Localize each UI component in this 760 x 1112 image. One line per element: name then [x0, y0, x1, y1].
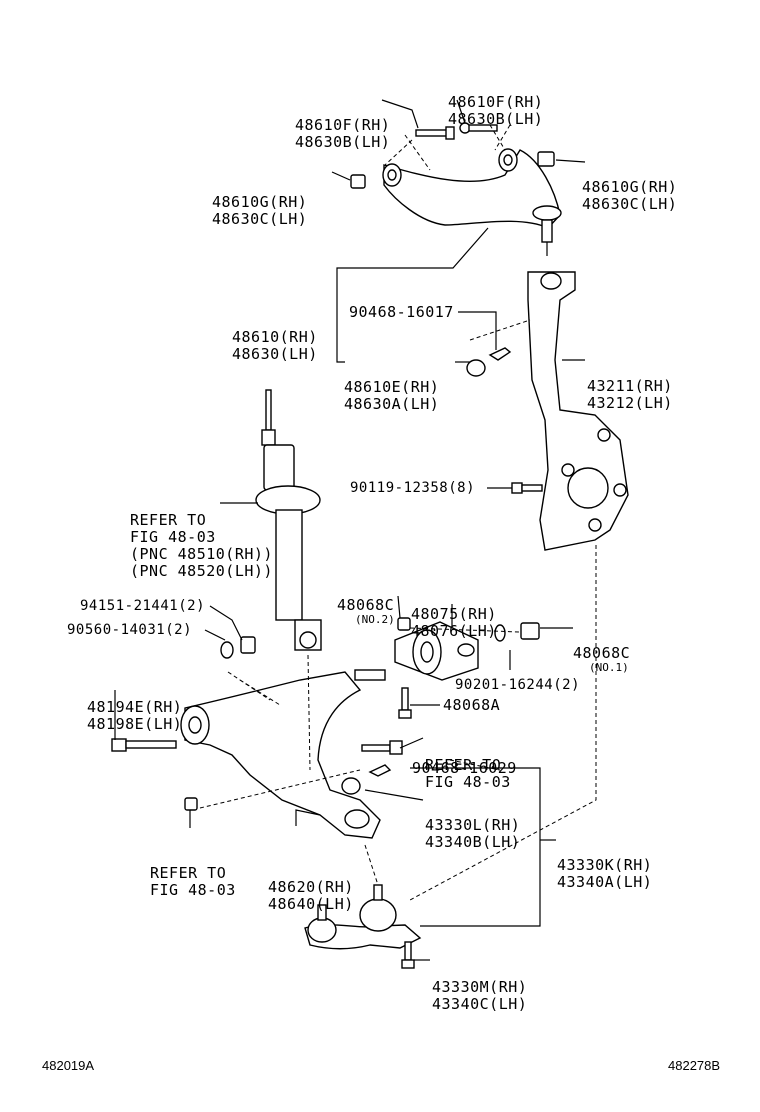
ball-joint-upper-part: [466, 359, 486, 377]
ball-joint-lower-label: 43330L(RH)43340B(LH): [425, 816, 521, 851]
ball-joint-bolt-label: 43330M(RH)43340C(LH): [432, 978, 528, 1013]
nut-94151-label: 94151-21441(2): [80, 598, 206, 614]
lower-bushing-part: [394, 621, 479, 681]
steering-knuckle: [527, 271, 629, 551]
upper-arm-label: 48610(RH)48630(LH): [232, 328, 318, 363]
upper-bolt-right-label: 48610F(RH)48630B(LH): [448, 93, 544, 128]
ball-joint-upper-label: 48610E(RH)48630A(LH): [344, 378, 440, 413]
upper-arm-bolt-left: [415, 126, 455, 140]
upper-bolt-left-label: 48610F(RH)48630B(LH): [295, 116, 391, 151]
refer-left-nut-part: [184, 797, 198, 811]
nut-90560-part: [220, 641, 234, 659]
clip-lower-part: [368, 764, 392, 777]
upper-arm-bolt-right: [459, 122, 498, 134]
ball-joint-lower-part: [341, 777, 361, 795]
washer-label: 90201-16244(2): [455, 677, 581, 693]
nut-no1-label: 48068C(NO.1): [573, 644, 631, 674]
refer-right-bolt-part: [361, 740, 403, 755]
clip-lower-label: 90468-16029: [412, 759, 517, 777]
lower-bolt-label: 48194E(RH)48198E(LH): [87, 698, 183, 733]
lower-ball-joint-assy: [304, 884, 422, 950]
bushing-right-label: 48610G(RH)48630C(LH): [582, 178, 678, 213]
assembly-lines: [199, 319, 597, 901]
nut-90560-label: 90560-14031(2): [67, 622, 193, 638]
shock-absorber: [255, 389, 322, 651]
clip-upper-part: [488, 347, 512, 361]
bolt-48068a-part: [398, 687, 412, 719]
knuckle-bolt-label: 90119-12358(8): [350, 480, 476, 496]
bushing-right-part: [537, 151, 555, 167]
ball-joint-assy-label: 43330K(RH)43340A(LH): [557, 856, 653, 891]
washer-part: [494, 624, 506, 642]
bushing-left-label: 48610G(RH)48630C(LH): [212, 193, 308, 228]
leader-lines: [114, 99, 586, 961]
nut-94151-part: [240, 636, 256, 654]
ball-joint-bolt-part: [401, 941, 415, 969]
lower-bushing-label: 48075(RH)48076(LH): [411, 605, 497, 640]
upper-control-arm: [382, 148, 562, 256]
bolt-48068a-label: 48068A: [443, 696, 501, 714]
lower-control-arm: [180, 669, 386, 839]
nut-no1-part: [520, 622, 540, 640]
nut-no2-label: 48068C(NO.2): [337, 596, 395, 626]
knuckle-bolt-part: [511, 482, 543, 494]
knuckle-label: 43211(RH)43212(LH): [587, 377, 673, 412]
lower-arm-label: 48620(RH)48640(LH): [268, 878, 354, 913]
nut-no2-part: [397, 617, 411, 631]
clip-upper-label: 90468-16017: [349, 303, 454, 321]
footer-left-code: 482019A: [42, 1058, 95, 1073]
footer-right-code: 482278B: [668, 1058, 721, 1073]
bushing-left-part: [350, 174, 366, 189]
lower-arm-bolt-part: [111, 738, 177, 752]
